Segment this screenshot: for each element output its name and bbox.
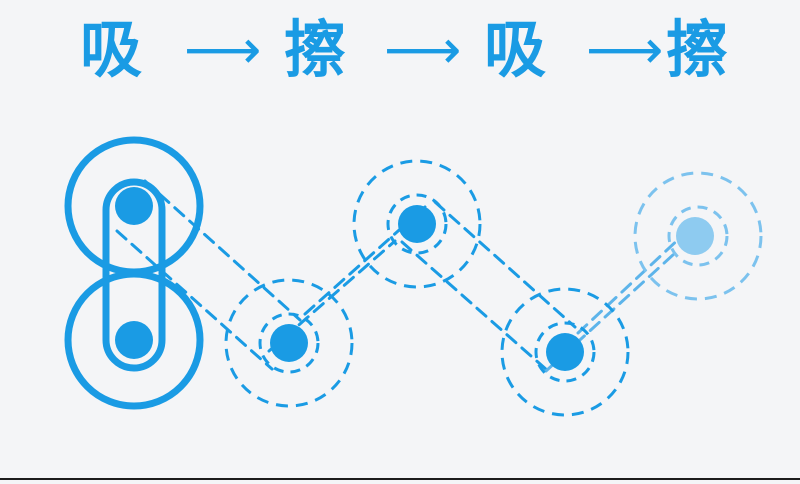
step-suck-1: 吸 (80, 13, 143, 86)
step-wipe-2: 擦 (666, 13, 729, 86)
arrow-icon: ⟶ (586, 18, 664, 81)
arrow-icon: ⟶ (184, 18, 262, 81)
link-3-4 (400, 200, 577, 373)
position-2 (224, 278, 354, 408)
step-suck-2: 吸 (484, 13, 547, 86)
link-1-2 (115, 179, 302, 371)
arrow-icon: ⟶ (384, 18, 462, 81)
process-title: 吸 ⟶ 擦 ⟶ 吸 ⟶ 擦 (0, 14, 800, 94)
position-3 (352, 159, 482, 289)
position-5 (633, 171, 763, 301)
position-4 (500, 287, 630, 417)
position-1-device (64, 136, 204, 410)
step-wipe-1: 擦 (284, 13, 347, 86)
bottom-border (0, 478, 800, 480)
